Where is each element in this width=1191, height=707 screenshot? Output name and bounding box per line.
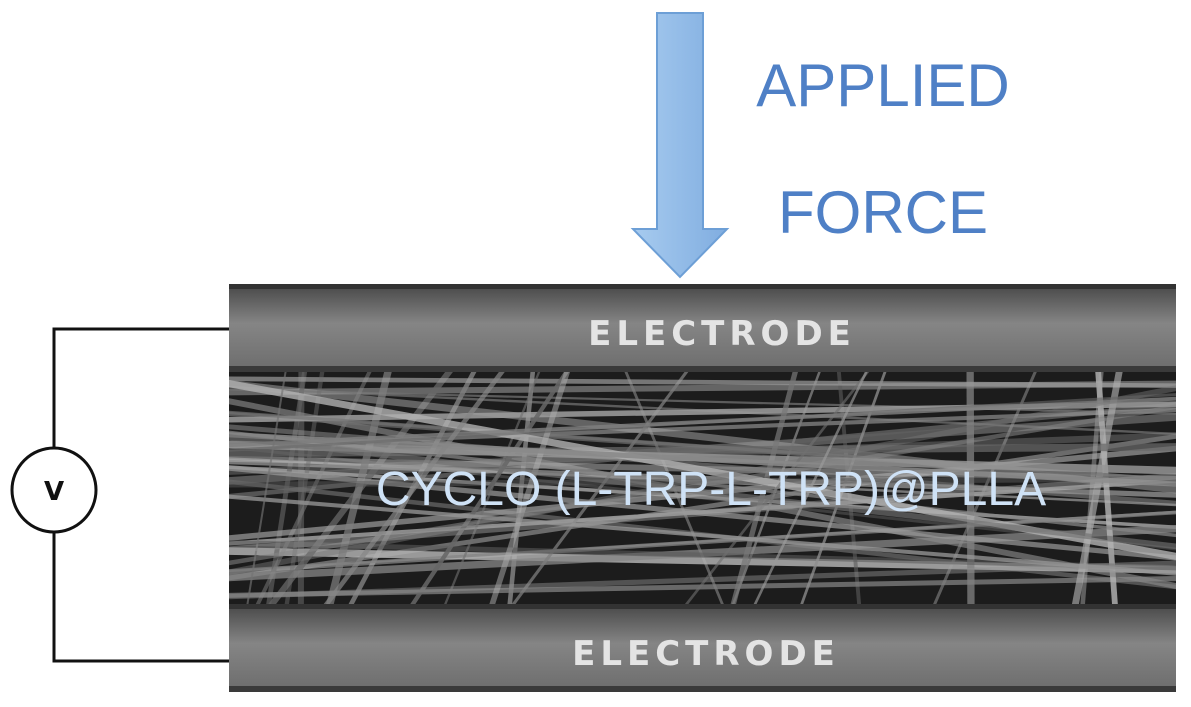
nanofiber-strand: [229, 396, 1176, 448]
nanofiber-strand: [1080, 372, 1104, 604]
nanofiber-strand: [229, 404, 1176, 566]
force-label-line2: FORCE: [778, 179, 988, 246]
nanofiber-strand: [229, 547, 1176, 574]
voltmeter-icon: [10, 446, 98, 534]
nanofiber-strand: [229, 410, 1176, 482]
force-label-line1: APPLIED: [756, 52, 1009, 119]
nanofiber-strand: [255, 372, 372, 604]
nanofiber-strand: [229, 510, 1176, 573]
fiber-mat-layer: CYCLO (L-TRP-L-TRP)@PLLA: [229, 372, 1176, 604]
circuit-wire: [52, 327, 229, 663]
nanofiber-strand: [229, 459, 1176, 498]
nanofiber-strand: [229, 560, 1176, 600]
nanofiber-strand: [229, 376, 1176, 389]
nanofiber-strand: [229, 388, 1176, 415]
nanofiber-strand: [229, 385, 1176, 576]
nanofiber-strand: [266, 372, 308, 604]
nanofiber-strand: [229, 424, 1176, 506]
bottom-electrode-label: ELECTRODE: [572, 634, 840, 674]
applied-force-arrow: [630, 12, 730, 279]
nanofiber-strand: [229, 472, 1176, 554]
nanofiber-strand: [229, 433, 1176, 581]
nanofiber-strand: [730, 372, 798, 604]
nanofiber-strand: [229, 434, 1176, 550]
material-label: CYCLO (L-TRP-L-TRP)@PLLA: [376, 463, 1046, 516]
nanofiber-strand: [684, 372, 870, 604]
top-electrode-label: ELECTRODE: [588, 314, 856, 354]
nanofiber-strand: [410, 372, 570, 604]
voltmeter: V: [10, 446, 98, 534]
nanofiber-strand: [489, 372, 571, 604]
bottom-electrode: ELECTRODE: [229, 604, 1176, 692]
nanofiber-strand: [323, 372, 505, 604]
nanofiber-strand: [753, 372, 868, 604]
nanofiber-strand: [800, 372, 887, 604]
nanofiber-strand: [246, 372, 287, 604]
nanofiber-strand: [284, 372, 325, 604]
nanofiber-strand: [1071, 372, 1123, 604]
top-electrode: ELECTRODE: [229, 284, 1176, 372]
nanofiber-texture: [229, 372, 1176, 604]
nanofiber-strand: [229, 494, 1176, 576]
nanofiber-strand: [444, 372, 541, 604]
voltmeter-label: V: [44, 477, 64, 507]
nanofiber-strand: [229, 465, 1176, 561]
nanofiber-strand: [229, 576, 1176, 598]
